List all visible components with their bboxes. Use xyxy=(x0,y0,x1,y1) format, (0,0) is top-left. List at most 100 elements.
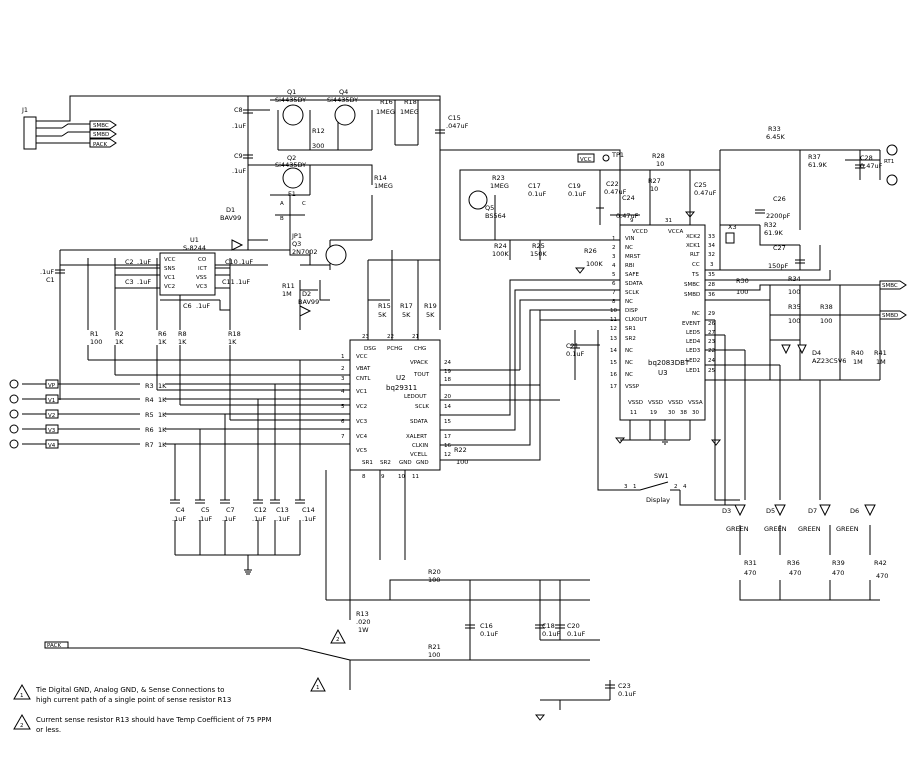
r18a-ref: R18 xyxy=(228,330,241,338)
d7-color: GREEN xyxy=(798,525,821,533)
sw1-label: SW1 xyxy=(654,472,669,480)
u3-num-8: 8 xyxy=(612,299,616,305)
r23-ref: R23 xyxy=(492,174,505,182)
r39-ref: R39 xyxy=(832,559,845,567)
r5-ref: R5 xyxy=(145,411,154,419)
d3-color: GREEN xyxy=(726,525,749,533)
u3-pin-vssd1: VSSD xyxy=(628,400,643,406)
r13-power: 1W xyxy=(358,626,369,634)
d4-part: AZ23C5V6 xyxy=(812,357,846,365)
u3-pin-vssa: VSSA xyxy=(688,400,703,406)
port-smbd-left: SMBD xyxy=(89,129,117,139)
x3-label: X3 xyxy=(728,223,737,231)
u3-pin-nc5: NC xyxy=(625,372,633,378)
led-d6: D6 GREEN xyxy=(836,504,876,533)
crystal-x3: X3 xyxy=(725,223,737,244)
u2-num-8: 8 xyxy=(362,474,366,480)
c9-ref: C9 xyxy=(234,152,243,160)
c25-val: 0.47uF xyxy=(694,189,717,197)
r17-val: 5K xyxy=(402,311,411,319)
r6b-ref: R6 xyxy=(145,426,154,434)
r16-val: 1MEG xyxy=(376,108,395,116)
u1-pin-vss: VSS xyxy=(196,275,207,281)
r38-ref: R38 xyxy=(820,303,833,311)
u3-num-25: 25 xyxy=(708,368,715,374)
q4-ref: Q4 xyxy=(339,88,348,96)
u1-ref: U1 xyxy=(190,236,199,244)
smbd-right-label: SMBD xyxy=(882,313,898,319)
c26-val: 2200pF xyxy=(766,212,791,220)
r42-ref: R42 xyxy=(874,559,887,567)
d1-part: BAV99 xyxy=(220,214,241,222)
u2-pin-ledout: LEDOUT xyxy=(404,394,427,400)
u2-num-3: 3 xyxy=(341,376,345,382)
v1-label: V1 xyxy=(48,398,55,404)
u3-pin-clkout: CLKOUT xyxy=(625,317,648,323)
port-pack-left: PACK xyxy=(89,138,117,148)
r28-ref: R28 xyxy=(652,152,665,160)
r34-val: 100 xyxy=(788,288,800,296)
pack-left-label: PACK xyxy=(93,142,107,148)
r40-val: 1M xyxy=(853,358,863,366)
c25-ref: C25 xyxy=(694,181,707,189)
r1-val: 100 xyxy=(90,338,102,346)
c5-ref: C5 xyxy=(201,506,210,514)
u3-pin-rlt: RLT xyxy=(690,252,700,258)
c20-ref: C20 xyxy=(567,622,580,630)
u2-num-20: 20 xyxy=(444,394,451,400)
u2-num-23: 23 xyxy=(362,334,369,340)
u2-num-7: 7 xyxy=(341,434,345,440)
u3-pin-vccd: VCCD xyxy=(632,229,648,235)
resistor-labels-vin: R3 1K R4 1K R5 1K R6 1K R7 1K xyxy=(145,382,167,449)
transistor-q2: Q2 Si4435DY xyxy=(275,154,306,189)
r7-ref: R7 xyxy=(145,441,154,449)
u2-num-16: 16 xyxy=(444,443,451,449)
r18b-ref: R18 xyxy=(404,98,417,106)
u3-num-9: 9 xyxy=(630,218,634,224)
c18-val: 0.1uF xyxy=(542,630,560,638)
u3-num-27: 27 xyxy=(708,330,715,336)
u3-part: bq2083DBT xyxy=(648,359,690,367)
u1-pin-sns: SNS xyxy=(164,266,176,272)
c12-ref: C12 xyxy=(254,506,267,514)
r19-val: 5K xyxy=(426,311,435,319)
u3-pin-vssd2: VSSD xyxy=(648,400,663,406)
pack-neg-label: PACK_ xyxy=(47,643,64,649)
u3-num-26: 26 xyxy=(708,321,715,327)
u3-num-b19: 19 xyxy=(650,410,657,416)
note-1-text: Tie Digital GND, Analog GND, & Sense Con… xyxy=(35,686,231,704)
u3-pin-sr2: SR2 xyxy=(625,336,636,342)
r15-val: 5K xyxy=(378,311,387,319)
c21-val: 0.1uF xyxy=(566,350,584,358)
u2-num-12: 12 xyxy=(444,452,451,458)
c2-val: .1uF xyxy=(137,258,151,266)
u3-pin-smbc: SMBC xyxy=(684,282,700,288)
u3-pin-nc4: NC xyxy=(625,360,633,366)
u2-num-24: 24 xyxy=(444,360,451,366)
j1-label: J1 xyxy=(21,106,28,114)
r19-ref: R19 xyxy=(424,302,437,310)
r22-val: 100 xyxy=(456,458,468,466)
u1-pin-vcc: VCC xyxy=(164,257,176,263)
r26-val: 100K xyxy=(586,260,603,268)
u3-pin-rbi: RBI xyxy=(625,263,635,269)
r7-val: 1K xyxy=(158,441,167,449)
q3-part: 2N7002 xyxy=(292,248,318,256)
u3-num-b30b: 30 xyxy=(692,410,699,416)
u3-pin-led5: LED5 xyxy=(686,330,701,336)
d2-ref: D2 xyxy=(302,290,311,298)
r5-val: 1K xyxy=(158,411,167,419)
c26-ref: C26 xyxy=(773,195,786,203)
c21-ref: C21 xyxy=(566,342,579,350)
c20-val: 0.1uF xyxy=(567,630,585,638)
u3-num-5: 5 xyxy=(612,272,616,278)
u3-pin-led2: LED2 xyxy=(686,358,700,364)
u3-pin-led4: LED4 xyxy=(686,339,701,345)
r40-ref: R40 xyxy=(851,349,864,357)
r3-val: 1K xyxy=(158,382,167,390)
r24-ref: R24 xyxy=(494,242,507,250)
u3-num-34: 34 xyxy=(708,243,715,249)
c14-ref: C14 xyxy=(302,506,315,514)
u3-pin-cc: CC xyxy=(692,262,700,268)
u3-pin-led3: LED3 xyxy=(686,348,701,354)
